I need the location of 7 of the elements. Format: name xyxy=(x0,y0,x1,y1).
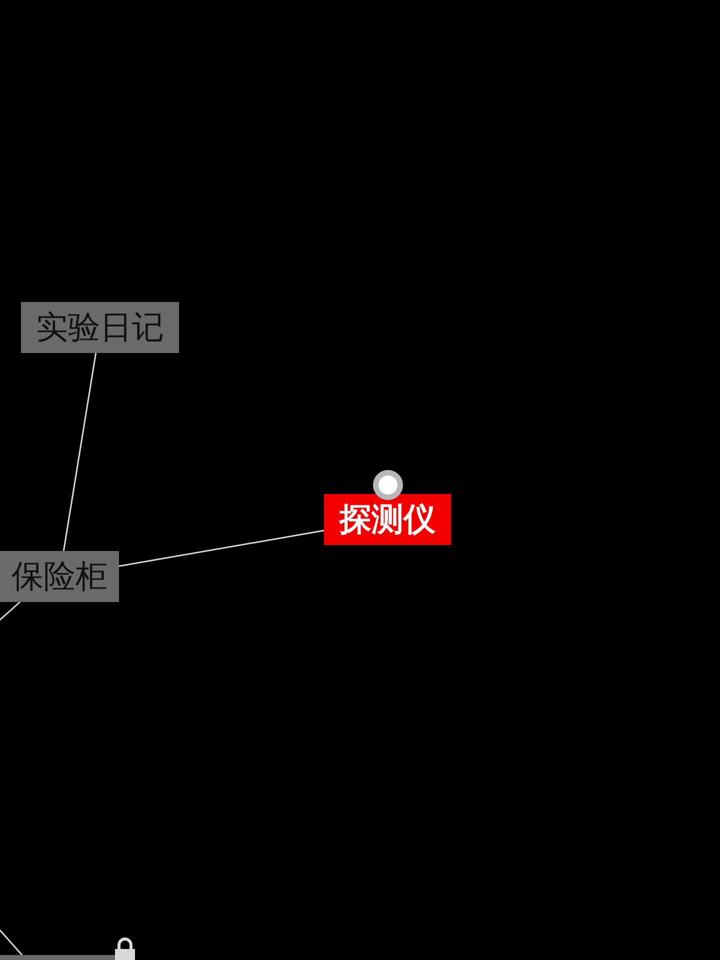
label-box: 保险柜 xyxy=(0,551,119,602)
connector-line xyxy=(0,928,23,956)
connector-line xyxy=(62,352,97,552)
label-box: 探测仪 xyxy=(324,494,451,545)
connector-line xyxy=(118,530,324,567)
label-box: 实验日记 xyxy=(21,302,179,353)
panel-box xyxy=(0,955,118,960)
